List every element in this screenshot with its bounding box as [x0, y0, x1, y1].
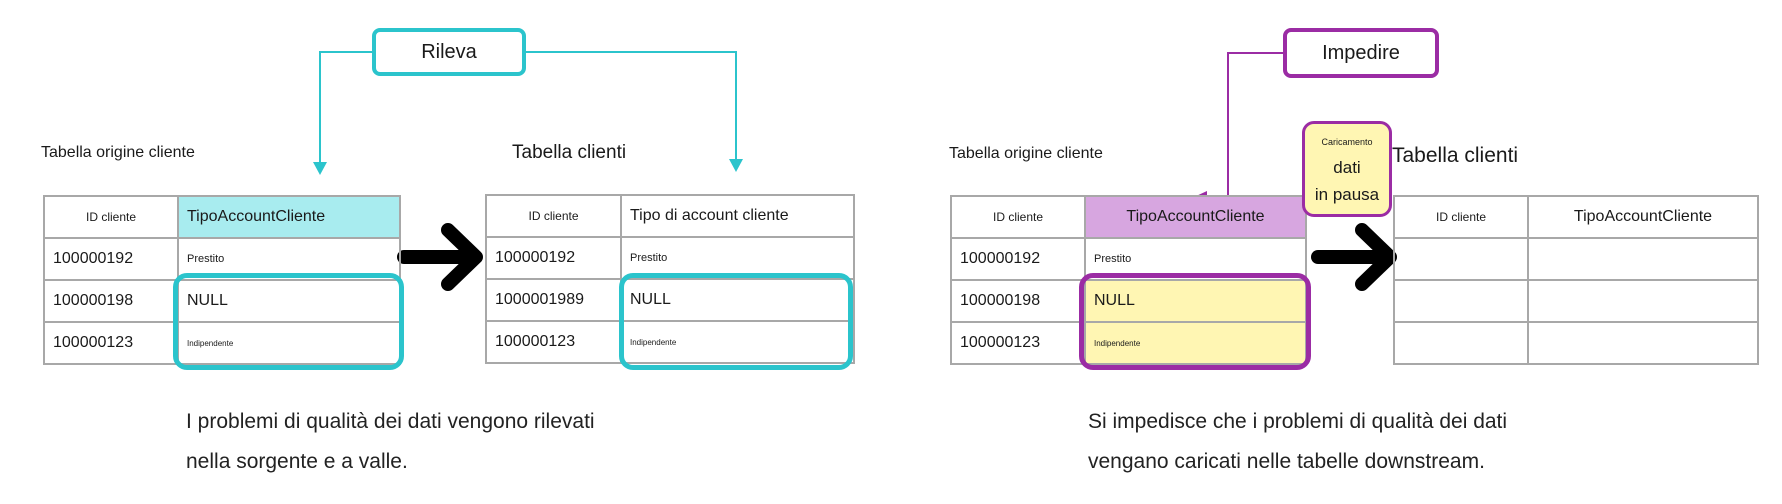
data-load-paused-note: Caricamento dati in pausa: [1302, 121, 1392, 217]
left-source-table: ID cliente TipoAccountCliente 100000192 …: [43, 195, 401, 365]
note-line-1: dati: [1333, 158, 1361, 177]
table-row: 100000198 NULL: [950, 279, 1307, 323]
table-row: [1393, 237, 1759, 281]
table-row: 100000198 NULL: [43, 279, 401, 323]
cell-type: [1527, 237, 1759, 281]
flow-arrow-right: [1311, 223, 1397, 291]
note-line-2: in pausa: [1314, 185, 1380, 204]
left-caption-line-1: I problemi di qualità dei dati vengono r…: [186, 410, 595, 433]
cell-id: [1393, 321, 1529, 365]
cell-id: [1393, 279, 1529, 323]
right-caption-line-1: Si impedisce che i problemi di qualità d…: [1088, 410, 1508, 433]
cell-id: 100000192: [43, 237, 179, 281]
impedire-box: Impedire: [1283, 28, 1439, 78]
header-tipo-account: TipoAccountCliente: [177, 195, 401, 239]
cell-type: NULL: [620, 278, 855, 322]
right-source-highlight: [1079, 273, 1311, 370]
left-target-table: ID cliente Tipo di account cliente 10000…: [485, 194, 855, 364]
table-header-row: ID cliente Tipo di account cliente: [485, 194, 855, 238]
left-target-highlight: [619, 273, 853, 370]
table-header-row: ID cliente TipoAccountCliente: [1393, 195, 1759, 239]
cell-id: [1393, 237, 1529, 281]
cell-type: Prestito: [620, 236, 855, 280]
cell-type: NULL: [177, 279, 401, 323]
right-caption: Si impedisce che i problemi di qualità d…: [1088, 402, 1507, 482]
left-source-highlight: [173, 273, 404, 370]
table-row: 100000192 Prestito: [485, 236, 855, 280]
flow-arrow-left: [397, 223, 483, 291]
cell-type: [1527, 321, 1759, 365]
left-source-title: Tabella origine cliente: [41, 144, 195, 161]
rileva-right-connector: [526, 51, 737, 159]
cell-id: 100000192: [950, 237, 1086, 281]
right-source-title: Tabella origine cliente: [949, 145, 1103, 162]
impedire-label: Impedire: [1322, 41, 1400, 64]
left-target-title: Tabella clienti: [512, 142, 627, 163]
header-id-cliente: ID cliente: [485, 194, 622, 238]
cell-id: 100000198: [43, 279, 179, 323]
rileva-left-connector: [319, 51, 372, 162]
table-header-row: ID cliente TipoAccountCliente: [43, 195, 401, 239]
table-row: [1393, 321, 1759, 365]
header-id-cliente: ID cliente: [1393, 195, 1529, 239]
header-tipo-account: TipoAccountCliente: [1527, 195, 1759, 239]
table-row: 100000123 Indipendente: [43, 321, 401, 365]
cell-id: 100000192: [485, 236, 622, 280]
left-caption-line-2: nella sorgente e a valle.: [186, 450, 408, 473]
impedire-connector: [1207, 52, 1283, 198]
left-caption: I problemi di qualità dei dati vengono r…: [186, 402, 595, 482]
cell-id: 1000001989: [485, 278, 622, 322]
cell-type: [1527, 279, 1759, 323]
cell-type: Indipendente: [620, 320, 855, 364]
header-id-cliente: ID cliente: [43, 195, 179, 239]
header-tipo-account: Tipo di account cliente: [620, 194, 855, 238]
cell-id: 100000123: [485, 320, 622, 364]
note-small-label: Caricamento: [1321, 137, 1373, 147]
rileva-right-arrowhead: [729, 159, 743, 172]
rileva-left-arrowhead: [313, 162, 327, 175]
table-row: 100000123 Indipendente: [485, 320, 855, 364]
right-target-title: Tabella clienti: [1392, 144, 1519, 167]
rileva-box: Rileva: [372, 28, 526, 76]
header-tipo-account: TipoAccountCliente: [1084, 195, 1307, 239]
right-caption-line-2: vengano caricati nelle tabelle downstrea…: [1088, 450, 1485, 473]
cell-id: 100000198: [950, 279, 1086, 323]
table-row: [1393, 279, 1759, 323]
table-header-row: ID cliente TipoAccountCliente: [950, 195, 1307, 239]
cell-id: 100000123: [950, 321, 1086, 365]
cell-type: Indipendente: [1084, 321, 1307, 365]
header-id-cliente: ID cliente: [950, 195, 1086, 239]
right-target-table: ID cliente TipoAccountCliente: [1393, 195, 1759, 365]
cell-type: Indipendente: [177, 321, 401, 365]
cell-id: 100000123: [43, 321, 179, 365]
rileva-label: Rileva: [421, 40, 477, 63]
table-row: 1000001989 NULL: [485, 278, 855, 322]
cell-type: NULL: [1084, 279, 1307, 323]
table-row: 100000123 Indipendente: [950, 321, 1307, 365]
